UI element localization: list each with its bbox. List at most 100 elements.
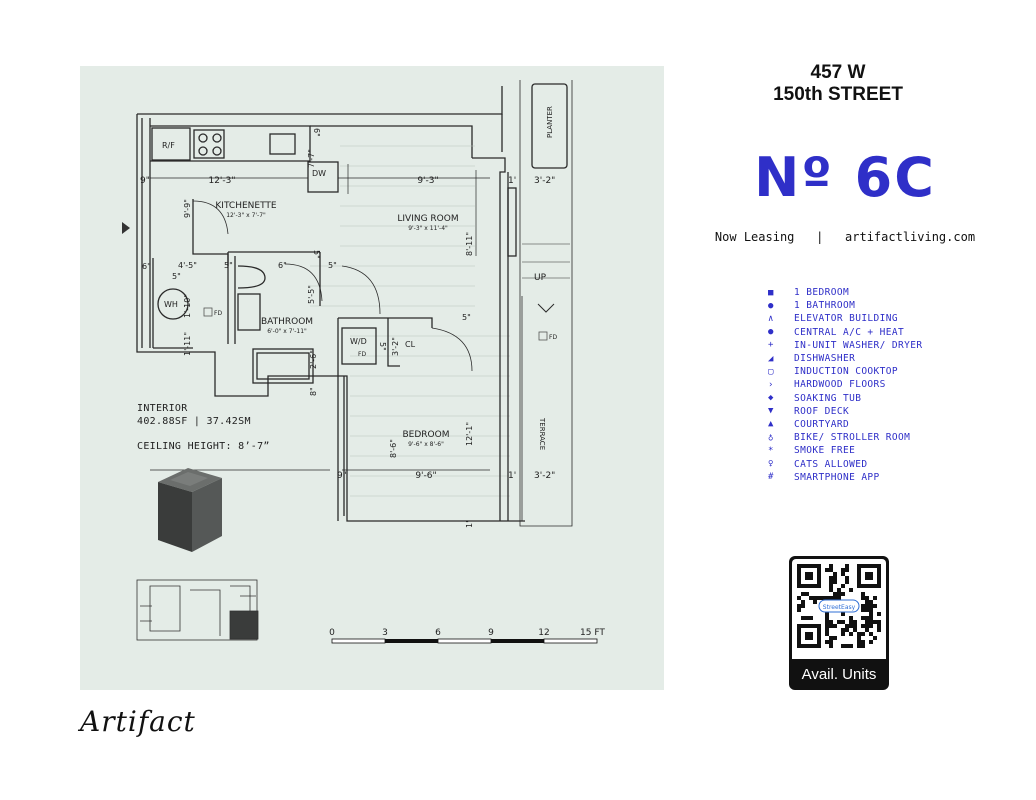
dim-1-11: 1'-11" <box>183 332 192 356</box>
room-bedroom-name: BEDROOM <box>403 430 450 440</box>
dim-9-6: 9'-6" <box>415 471 436 481</box>
scale-tick-3: 3 <box>382 628 388 638</box>
scale-tick-12: 12 <box>538 628 549 638</box>
website-link[interactable]: artifactliving.com <box>845 230 976 244</box>
amenity-item: ■1 BEDROOM <box>768 286 923 299</box>
dim-6-bath: 6" <box>278 261 287 270</box>
room-bedroom-size: 9'-6" x 8'-6" <box>408 441 444 448</box>
triangle-icon: ▲ <box>768 419 774 430</box>
label-fd-wd: FD <box>358 351 366 358</box>
amenity-label: INDUCTION COOKTOP <box>794 366 899 378</box>
scale-tick-9: 9 <box>488 628 494 638</box>
amenity-item: ∧ELEVATOR BUILDING <box>768 312 923 325</box>
amenity-item: + IN-UNIT WASHER/ DRYER <box>768 339 923 352</box>
dim-8in: 8" <box>309 387 318 396</box>
qr-code-card[interactable]: StreetEasy Avail. Units <box>789 556 889 690</box>
amenity-item: *SMOKE FREE <box>768 444 923 457</box>
amenity-label: DISHWASHER <box>794 353 856 365</box>
scale-tick-6: 6 <box>435 628 441 638</box>
interior-stats: INTERIOR 402.88SF | 37.42SM CEILING HEIG… <box>137 402 270 453</box>
leasing-status: Now Leasing <box>714 230 795 244</box>
amenity-label: COURTYARD <box>794 418 850 430</box>
ceiling-height: CEILING HEIGHT: 8’-7” <box>137 441 270 452</box>
qr-caption: Avail. Units <box>801 666 877 683</box>
unit-number: Nº 6C <box>754 146 936 209</box>
plus-icon: + <box>768 340 774 351</box>
amenity-item: ♁BIKE/ STROLLER ROOM <box>768 431 923 444</box>
dim-5in-e: 5" <box>378 342 387 351</box>
amenity-item: ▢INDUCTION COOKTOP <box>768 365 923 378</box>
label-wd: W/D <box>350 337 367 346</box>
room-living-name: LIVING ROOM <box>397 214 458 224</box>
dim-5in-b: 5" <box>224 261 233 270</box>
address-line1: 457 W <box>810 62 866 83</box>
dim-1ft-bot: 1' <box>508 471 516 481</box>
dim-9in-top: 9" <box>140 176 150 186</box>
scale-tick-15: 15 FT <box>580 628 605 638</box>
amenity-item: ◢ DISHWASHER <box>768 352 923 365</box>
label-cl: CL <box>405 340 416 349</box>
amenity-label: ELEVATOR BUILDING <box>794 313 899 325</box>
room-kitchenette-name: KITCHENETTE <box>215 201 277 211</box>
address-line2: 150th STREET <box>773 84 903 105</box>
trapezoid-icon: ▼ <box>768 406 774 417</box>
interior-area: 402.88SF | 37.42SM <box>137 416 251 427</box>
amenity-item: ◆ SOAKING TUB <box>768 392 923 405</box>
amenity-label: IN-UNIT WASHER/ DRYER <box>794 339 923 351</box>
entry-arrow-icon <box>122 222 130 234</box>
hash-icon: # <box>768 472 774 483</box>
dim-8-11: 8'-11" <box>465 232 474 256</box>
room-bathroom-name: BATHROOM <box>261 317 313 327</box>
amenity-label: HARDWOOD FLOORS <box>794 379 886 391</box>
axonometric-block <box>158 468 222 552</box>
dim-2-6: 2'-6" <box>309 350 318 369</box>
dim-8-6: 8'-6" <box>389 439 398 458</box>
qr-code[interactable]: StreetEasy <box>792 559 886 659</box>
dim-3-2-bot: 3'-2" <box>534 471 555 481</box>
amenity-label: BIKE/ STROLLER ROOM <box>794 432 911 444</box>
dim-1ft-top: 1' <box>508 176 516 186</box>
brand-logo: Artifact <box>80 705 196 738</box>
label-fd-bath: FD <box>214 310 222 317</box>
leasing-line: Now Leasing | artifactliving.com <box>700 230 990 244</box>
amenity-label: 1 BATHROOM <box>794 300 856 312</box>
label-dw: DW <box>312 169 326 178</box>
diamond-icon: ◆ <box>768 393 774 404</box>
dim-9in-bot: 9" <box>337 471 347 481</box>
dim-1-10: 1'-10" <box>183 294 192 318</box>
dim-5in-c: 5" <box>328 261 337 270</box>
dim-5in-f: 5" <box>462 313 471 322</box>
dim-4-5: 4'-5" <box>178 261 197 270</box>
floor-plan: KITCHENETTE 12'-3" x 7'-7" LIVING ROOM 9… <box>122 80 605 644</box>
dim-3-2-top: 3'-2" <box>534 176 555 186</box>
amenity-item: ● 1 BATHROOM <box>768 299 923 312</box>
dim-12-1: 12'-1" <box>465 422 474 446</box>
circle-icon: ● <box>768 327 774 338</box>
dim-6-left: 6" <box>142 262 151 271</box>
room-living-size: 9'-3" x 11'-4" <box>408 225 448 232</box>
label-fd-terrace: FD <box>549 334 557 341</box>
scale-bar <box>331 638 598 644</box>
label-up: UP <box>534 273 547 283</box>
qr-code-graphic: StreetEasy <box>797 564 881 648</box>
amenity-item: › HARDWOOD FLOORS <box>768 378 923 391</box>
dim-5-5: 5'-5" <box>307 285 316 304</box>
amenity-label: SOAKING TUB <box>794 392 862 404</box>
chevron-right-icon: › <box>768 379 774 390</box>
dim-9-3: 9'-3" <box>417 176 438 186</box>
dim-12-3: 12'-3" <box>208 176 235 186</box>
amenity-item: ● CENTRAL A/C + HEAT <box>768 326 923 339</box>
amenity-label: ROOF DECK <box>794 405 850 417</box>
amenity-label: CATS ALLOWED <box>794 458 868 470</box>
label-terrace: TERRACE <box>538 417 546 450</box>
label-rf: R/F <box>162 141 175 150</box>
amenities-list: ■1 BEDROOM ● 1 BATHROOM ∧ELEVATOR BUILDIN… <box>768 286 923 484</box>
dim-5in-a: 5" <box>172 272 181 281</box>
wedge-icon: ◢ <box>768 353 774 364</box>
amenity-label: 1 BEDROOM <box>794 287 850 299</box>
amenity-label: CENTRAL A/C + HEAT <box>794 326 905 338</box>
dim-3-2-cl: 3'-2" <box>391 337 400 356</box>
leasing-separator: | <box>816 230 824 244</box>
dim-5in-d: 5" <box>312 250 321 259</box>
drop-icon: ● <box>768 300 774 311</box>
